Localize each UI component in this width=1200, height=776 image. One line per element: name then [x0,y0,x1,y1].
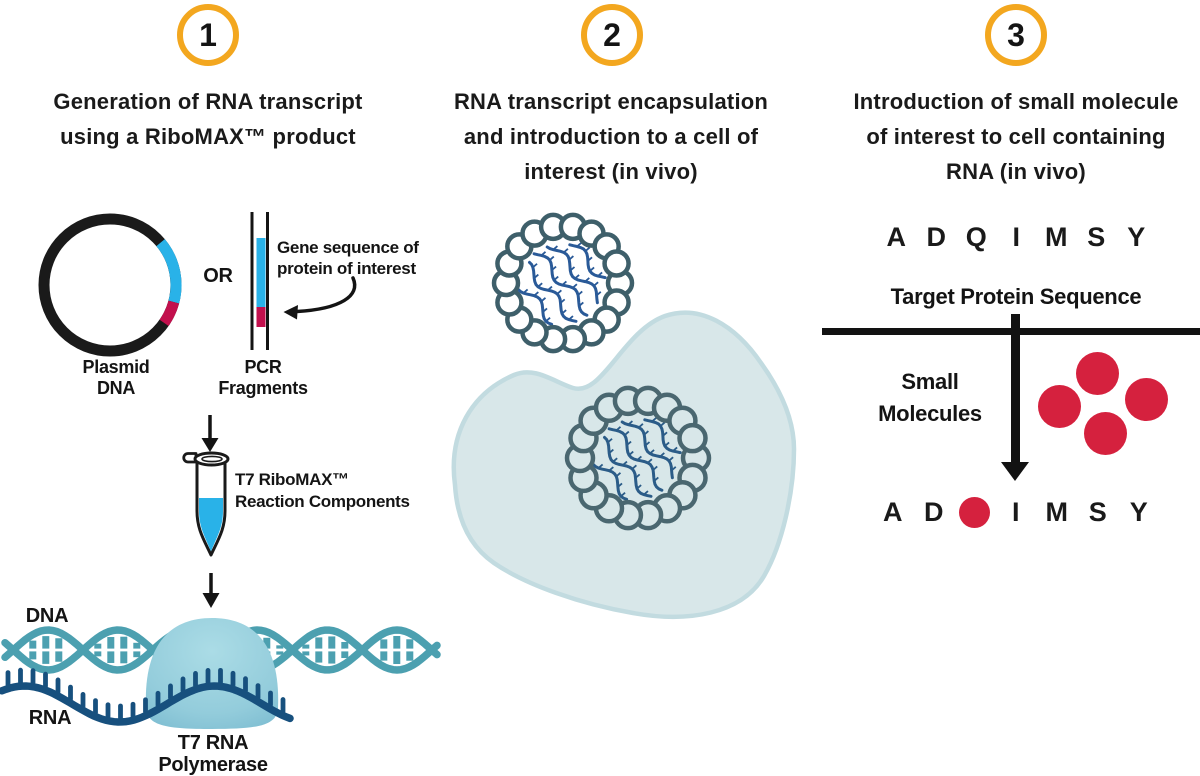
tube-cap-tab [182,452,198,464]
residue: D [926,222,947,252]
lipid-nanoparticle-icon [491,212,635,354]
down-arrow-3-shaft [1011,314,1020,463]
tube-label: T7 RiboMAX™ Reaction Components [235,470,410,511]
tube-cap [193,451,230,467]
pcr-fragments-label: PCR Fragments [218,357,308,398]
step-1-badge: 1 [177,4,239,66]
residue: I [1011,497,1020,527]
small-molecule-dot [1124,377,1168,421]
residue: A [883,497,903,527]
plasmid-insert-red [159,300,180,327]
lipid-nanoparticle-in-cell-icon [564,385,712,531]
plasmid-dna-label: Plasmid DNA [82,357,150,398]
residue: M [1045,497,1069,527]
residue: Q [965,222,987,252]
reaction-tube-icon [182,451,230,557]
bound-sequence-row: A D I M S Y [872,496,1159,529]
step-2-diagram [451,212,797,620]
gene-sequence-label: Gene sequence of protein of interest [277,238,419,278]
pcr-fragments-icon [250,212,269,350]
residue: M [1045,222,1068,252]
step-1-diagram [0,212,441,729]
step-2-number: 2 [603,16,621,53]
down-arrow-2 [202,573,220,608]
small-molecules-label: Small Molecules [878,369,982,426]
residue: I [1012,222,1020,252]
dna-label: DNA [25,605,69,627]
small-molecule-dot [1037,384,1081,428]
step-1-title: Generation of RNA transcript using a Rib… [53,89,363,149]
plasmid-insert-cyan [156,239,182,304]
step-3-title: Introduction of small molecule of intere… [853,89,1179,184]
residue: A [886,222,907,252]
target-sequence-row: A D Q I M S Y [876,221,1156,254]
small-molecule-dot [1075,351,1119,395]
residue: Y [1127,222,1145,252]
small-molecule-dot [959,497,990,528]
tube-liquid [199,498,223,552]
bound-molecule-cell [954,496,995,529]
residue: Y [1129,497,1148,527]
or-label: OR [203,265,233,287]
step-1-number: 1 [199,16,217,53]
rna-strand-icon [0,667,294,726]
target-protein-sequence-label: Target Protein Sequence [890,284,1142,309]
polymerase-label: T7 RNA Polymerase [158,732,268,776]
step-3-badge: 3 [985,4,1047,66]
plasmid-dna-icon [38,213,182,357]
residue: D [924,497,944,527]
down-arrow-3-head [1001,462,1029,481]
down-arrow-1 [201,415,219,452]
step-2-badge: 2 [581,4,643,66]
gene-pointer-arrow [283,276,357,320]
rna-label: RNA [28,707,72,729]
residue: S [1087,222,1105,252]
step-2-title: RNA transcript encapsulation and introdu… [453,89,769,184]
small-molecule-dot [1083,411,1127,455]
residue: S [1088,497,1107,527]
step-3-number: 3 [1007,16,1025,53]
